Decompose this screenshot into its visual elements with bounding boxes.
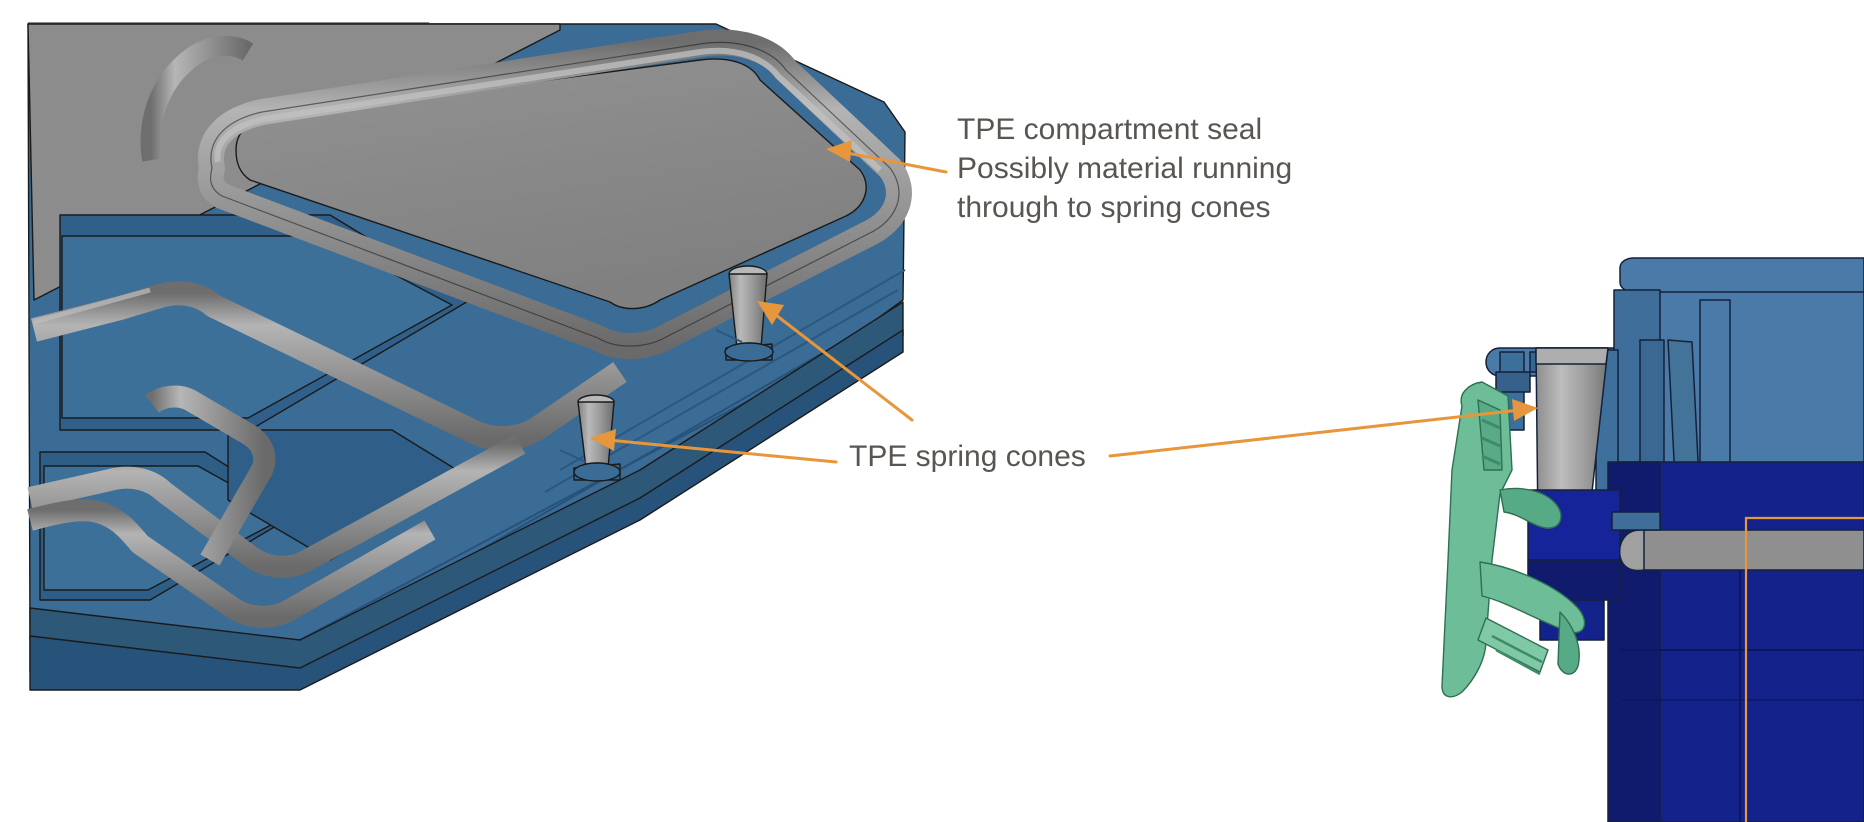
tpe-spring-cones-note: TPE spring cones — [849, 440, 1086, 473]
tpe-compartment-seal-note: TPE compartment seal Possibly material r… — [957, 113, 1293, 224]
leader-cone-detail — [1108, 399, 1538, 458]
leader-cone-rear — [757, 301, 914, 422]
leader-cone-front — [590, 429, 838, 464]
leader-seal — [826, 140, 948, 174]
latch-clip — [1441, 381, 1586, 698]
spring-cone-front — [573, 394, 621, 482]
spring-cone-rear — [724, 265, 774, 362]
